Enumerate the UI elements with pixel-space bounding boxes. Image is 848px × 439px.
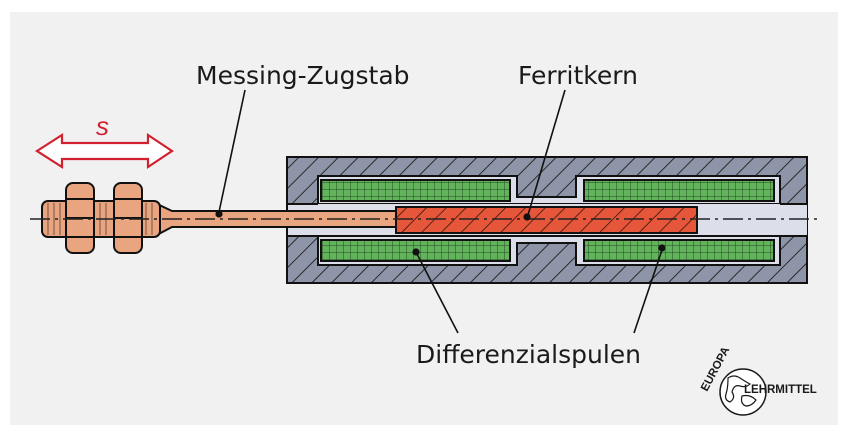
leader-lines bbox=[215, 89, 666, 334]
displacement-label: s bbox=[96, 111, 109, 141]
hex-nut-right bbox=[113, 182, 143, 254]
coil-upper-right bbox=[583, 179, 775, 202]
coils bbox=[320, 179, 775, 262]
coil-lower-right bbox=[583, 239, 775, 262]
coil-upper-left bbox=[320, 179, 511, 202]
coils-label: Differenzialspulen bbox=[416, 340, 641, 369]
displacement-arrow bbox=[34, 132, 174, 170]
core-label: Ferritkern bbox=[518, 61, 638, 90]
ferrite-core bbox=[395, 206, 698, 234]
logo-bottom-text: LEHRMITTEL bbox=[744, 384, 817, 396]
rod-label: Messing-Zugstab bbox=[196, 61, 410, 90]
hex-nut-left bbox=[65, 182, 95, 254]
